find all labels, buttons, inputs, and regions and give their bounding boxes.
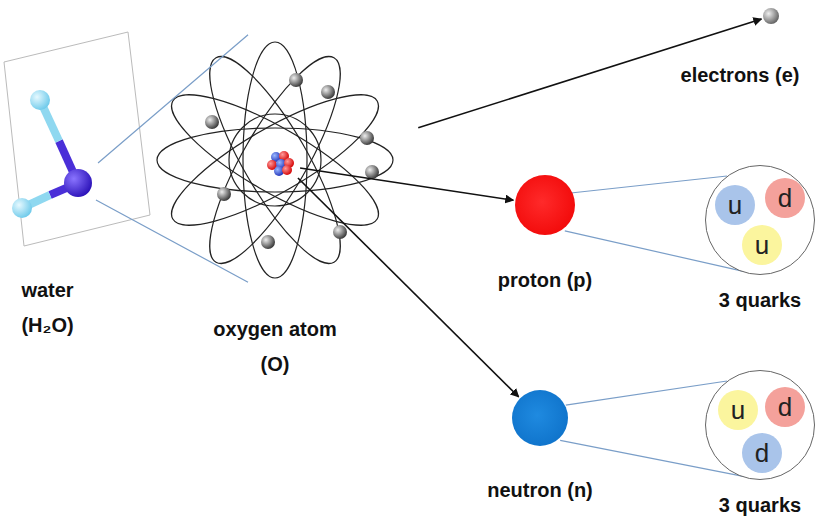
quark-group: 3 quarksudu	[690, 160, 830, 315]
quark: d	[742, 433, 782, 473]
quark-label: u	[728, 190, 742, 220]
arrow	[300, 168, 513, 200]
neutron-node: neutron (n)	[460, 385, 620, 505]
quark-label: d	[778, 183, 792, 213]
quark: d	[765, 178, 805, 218]
water-molecule	[12, 90, 92, 218]
nucleus	[267, 151, 294, 176]
node-label: water (H₂O)	[0, 273, 95, 343]
molecule-frame	[4, 32, 150, 246]
node-label: 3 quarks	[719, 490, 801, 520]
quark-label: u	[755, 230, 769, 260]
quark-group: 3 quarksudd	[690, 365, 830, 520]
node-label: electrons (e)	[681, 60, 800, 90]
atom-node: oxygen atom (O)	[150, 35, 400, 382]
quark: d	[765, 387, 805, 427]
arrow	[298, 178, 519, 397]
zoom-lines	[96, 35, 248, 282]
molecule-node: water (H₂O)	[0, 30, 150, 343]
quark: u	[715, 185, 755, 225]
quark: u	[718, 390, 758, 430]
node-label: neutron (n)	[487, 475, 593, 505]
quark-label: u	[731, 395, 745, 425]
quark-label: d	[778, 392, 792, 422]
orbit-electrons	[205, 73, 379, 249]
particle-circle	[512, 390, 568, 446]
particle-circle	[763, 8, 779, 24]
node-label: proton (p)	[498, 265, 592, 295]
quark: u	[742, 225, 782, 265]
atom-orbits	[157, 42, 393, 278]
node-label: 3 quarks	[719, 285, 801, 315]
node-label: oxygen atom (O)	[200, 312, 350, 382]
electron-node: electrons (e)	[650, 5, 830, 90]
quark-label: d	[755, 438, 769, 468]
particle-circle	[515, 175, 575, 235]
proton-node: proton (p)	[470, 170, 620, 295]
